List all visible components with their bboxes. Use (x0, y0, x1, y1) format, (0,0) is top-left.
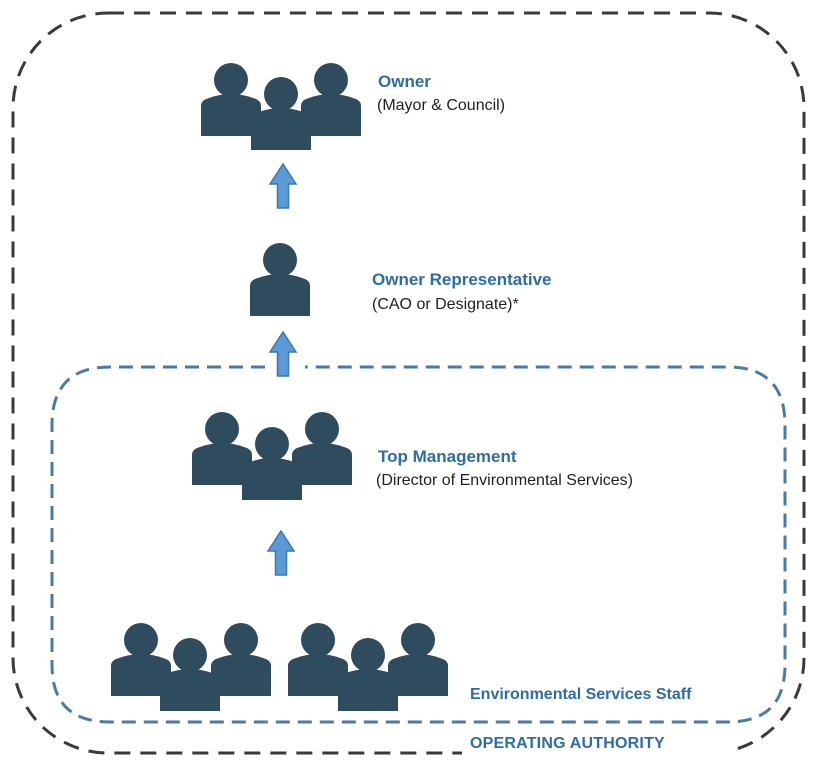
owner-representative-title: Owner Representative (372, 270, 552, 289)
arrow-up-icon (269, 331, 297, 377)
owner-subtitle: (Mayor & Council) (377, 97, 506, 114)
person-icon (251, 77, 311, 150)
top-management-title: Top Management (378, 447, 517, 466)
person-icon (338, 638, 398, 711)
inner-boundary (50, 365, 787, 724)
top-management-group-icon (192, 412, 352, 500)
arrow-up-icon (269, 163, 297, 209)
top-management-subtitle: (Director of Environmental Services) (376, 472, 633, 489)
person-icon (160, 638, 220, 711)
person-icon (242, 427, 302, 500)
owner-title: Owner (378, 72, 431, 91)
person-icon (250, 243, 310, 316)
staff-group-icon (111, 623, 271, 711)
arrow-up-icon (267, 530, 295, 576)
owner-representative-subtitle: (CAO or Designate)* (372, 296, 519, 313)
owner-representative-icon (250, 243, 310, 316)
staff-group-icon (288, 623, 448, 711)
staff-title: Environmental Services Staff (470, 686, 692, 703)
outer-boundary (11, 11, 806, 755)
authority-label-backing (462, 728, 732, 758)
owner-group-icon (201, 63, 361, 150)
operating-authority-label: OPERATING AUTHORITY (470, 735, 665, 752)
